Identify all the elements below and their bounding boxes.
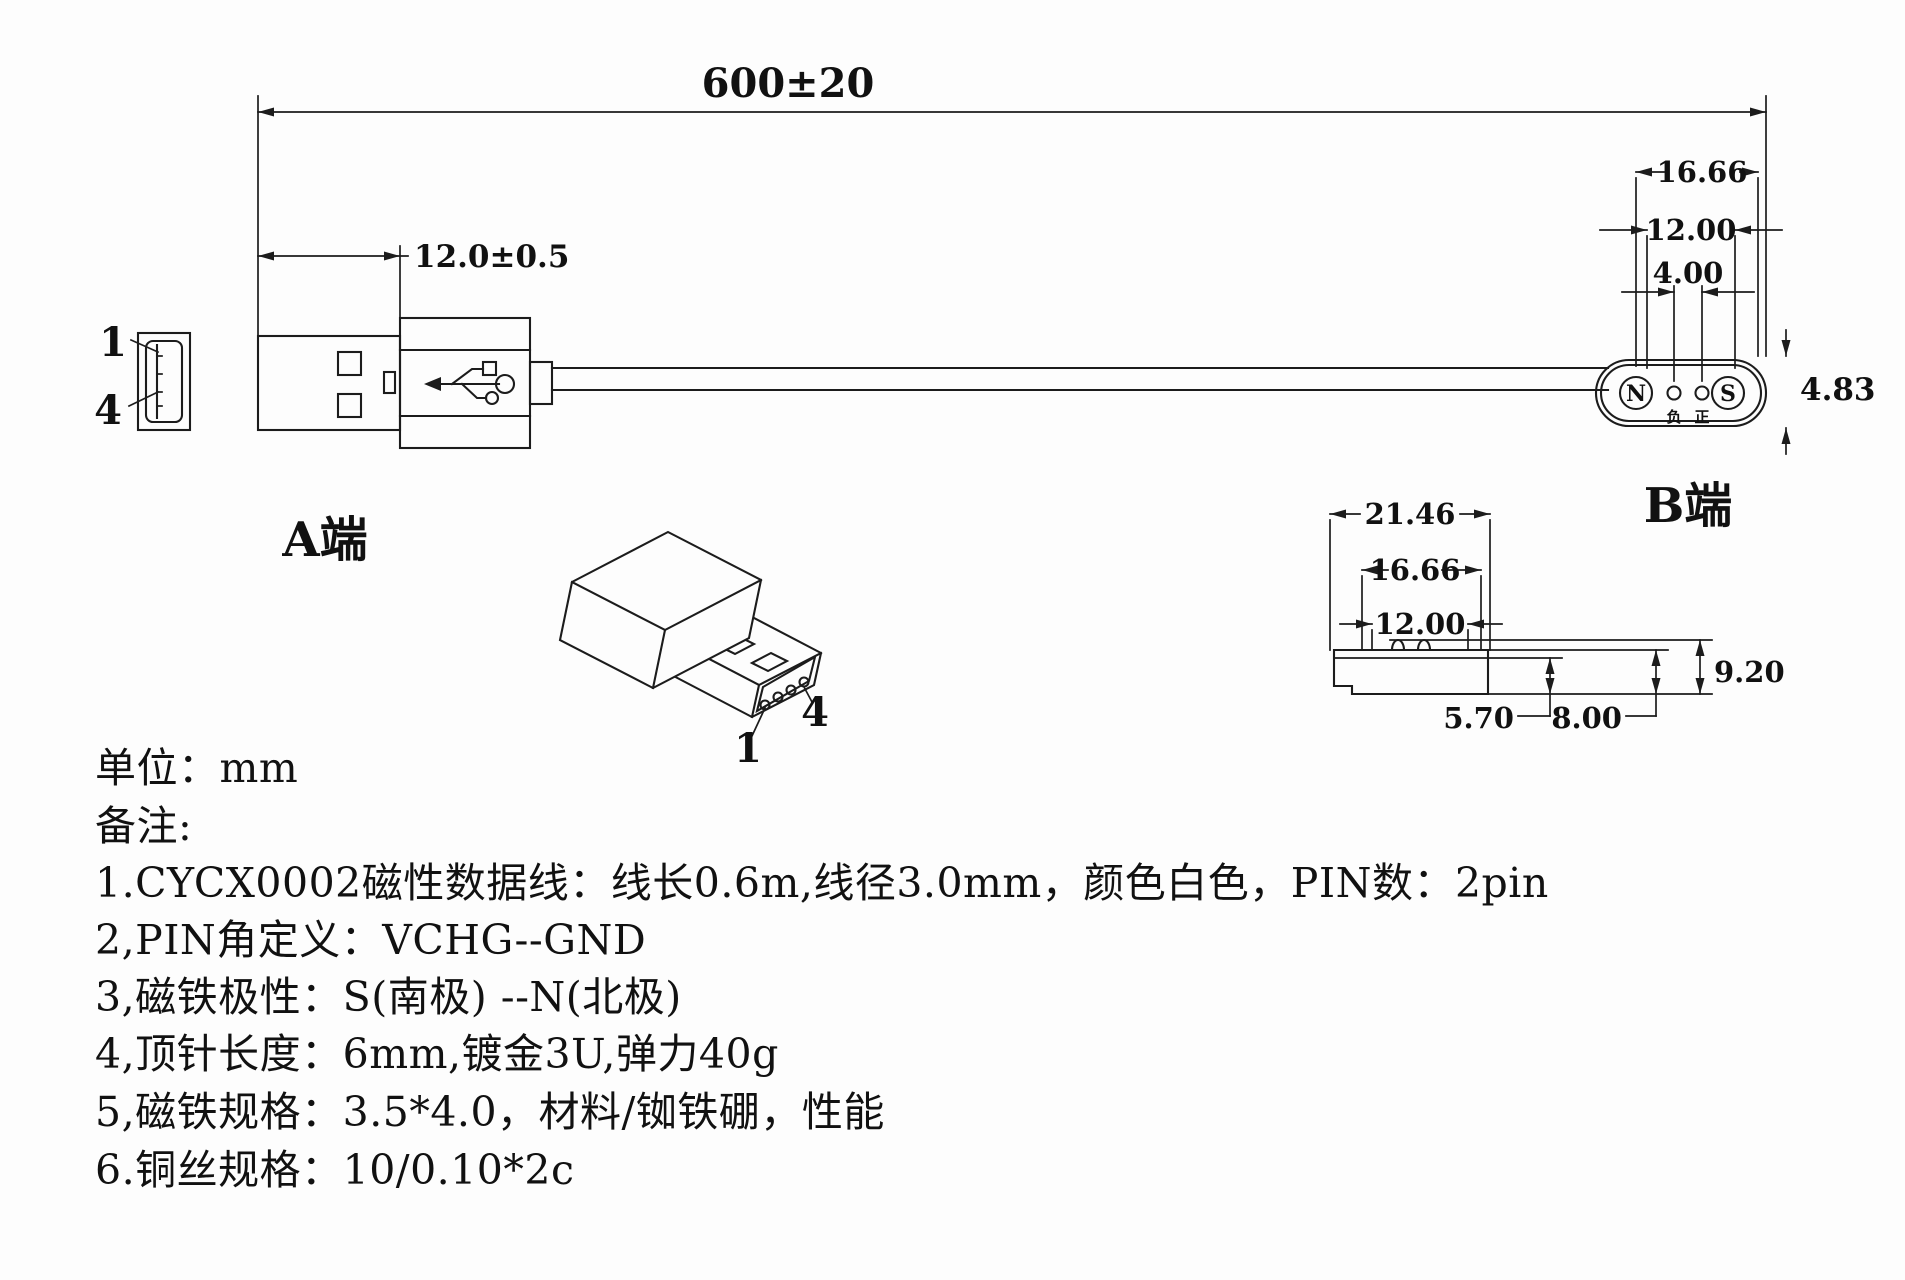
unit-note: 单位：mm (95, 744, 298, 792)
iso-pin1-label: 1 (734, 725, 762, 772)
usb-plug-length-dimension: 12.0±0.5 (257, 239, 569, 319)
note-line-3: 3,磁铁极性：S(南极) --N(北极) (95, 973, 682, 1021)
overall-length-dimension: 600±20 (257, 60, 1767, 357)
b-side-dim-mid: 16.66 (1370, 553, 1461, 587)
iso-pin4-label: 4 (801, 689, 829, 736)
pin-negative-label: 负 (1666, 408, 1681, 426)
b-face-dim-outer: 16.66 (1657, 155, 1748, 189)
note-line-4: 4,顶针长度：6mm,镀金3U,弹力40g (95, 1030, 779, 1078)
usb-plug-front-view: 1 4 (94, 319, 192, 434)
b-face-dim-pitch: 4.00 (1653, 256, 1724, 290)
note-line-6: 6.铜丝规格：10/0.10*2c (95, 1146, 574, 1194)
usb-plug-side-view (256, 316, 554, 450)
b-end-face-view: N S 负 正 16.66 12.00 4.00 4.83 (1594, 155, 1876, 455)
b-side-dim-inner: 12.00 (1375, 607, 1466, 641)
front-view-pin4-label: 4 (94, 387, 122, 434)
b-end-side-view: 21.46 16.66 12.00 5.70 (1329, 497, 1785, 735)
usb-plug-isometric-view: 1 4 (558, 530, 829, 772)
note-line-2: 2,PIN角定义：VCHG--GND (95, 916, 646, 964)
b-end-label: B端 (1644, 478, 1733, 534)
b-side-dim-outer: 21.46 (1365, 497, 1456, 531)
magnet-s-label: S (1720, 381, 1736, 407)
note-line-5: 5,磁铁规格：3.5*4.0，材料/铷铁硼，性能 (95, 1088, 885, 1136)
b-side-dim-body: 8.00 (1551, 701, 1622, 735)
usb-trident-icon (424, 360, 516, 406)
b-side-dim-total-height: 9.20 (1714, 655, 1785, 689)
a-end-label: A端 (281, 512, 367, 568)
notes-block: 单位：mm 备注: 1.CYCX0002磁性数据线：线长0.6m,线径3.0mm… (95, 744, 1549, 1194)
note-line-1: 1.CYCX0002磁性数据线：线长0.6m,线径3.0mm，颜色白色，PIN数… (95, 859, 1549, 907)
overall-length-value: 600±20 (702, 60, 875, 107)
front-view-pin1-label: 1 (99, 319, 127, 366)
b-side-dim-step: 5.70 (1443, 701, 1514, 735)
pin-positive-label: 正 (1694, 408, 1709, 426)
notes-header: 备注: (95, 802, 192, 850)
b-face-dim-mid: 12.00 (1646, 213, 1737, 247)
cable (550, 366, 1610, 392)
b-face-dim-height: 4.83 (1800, 372, 1876, 408)
usb-length-value: 12.0±0.5 (414, 239, 569, 275)
magnet-n-label: N (1626, 381, 1646, 407)
